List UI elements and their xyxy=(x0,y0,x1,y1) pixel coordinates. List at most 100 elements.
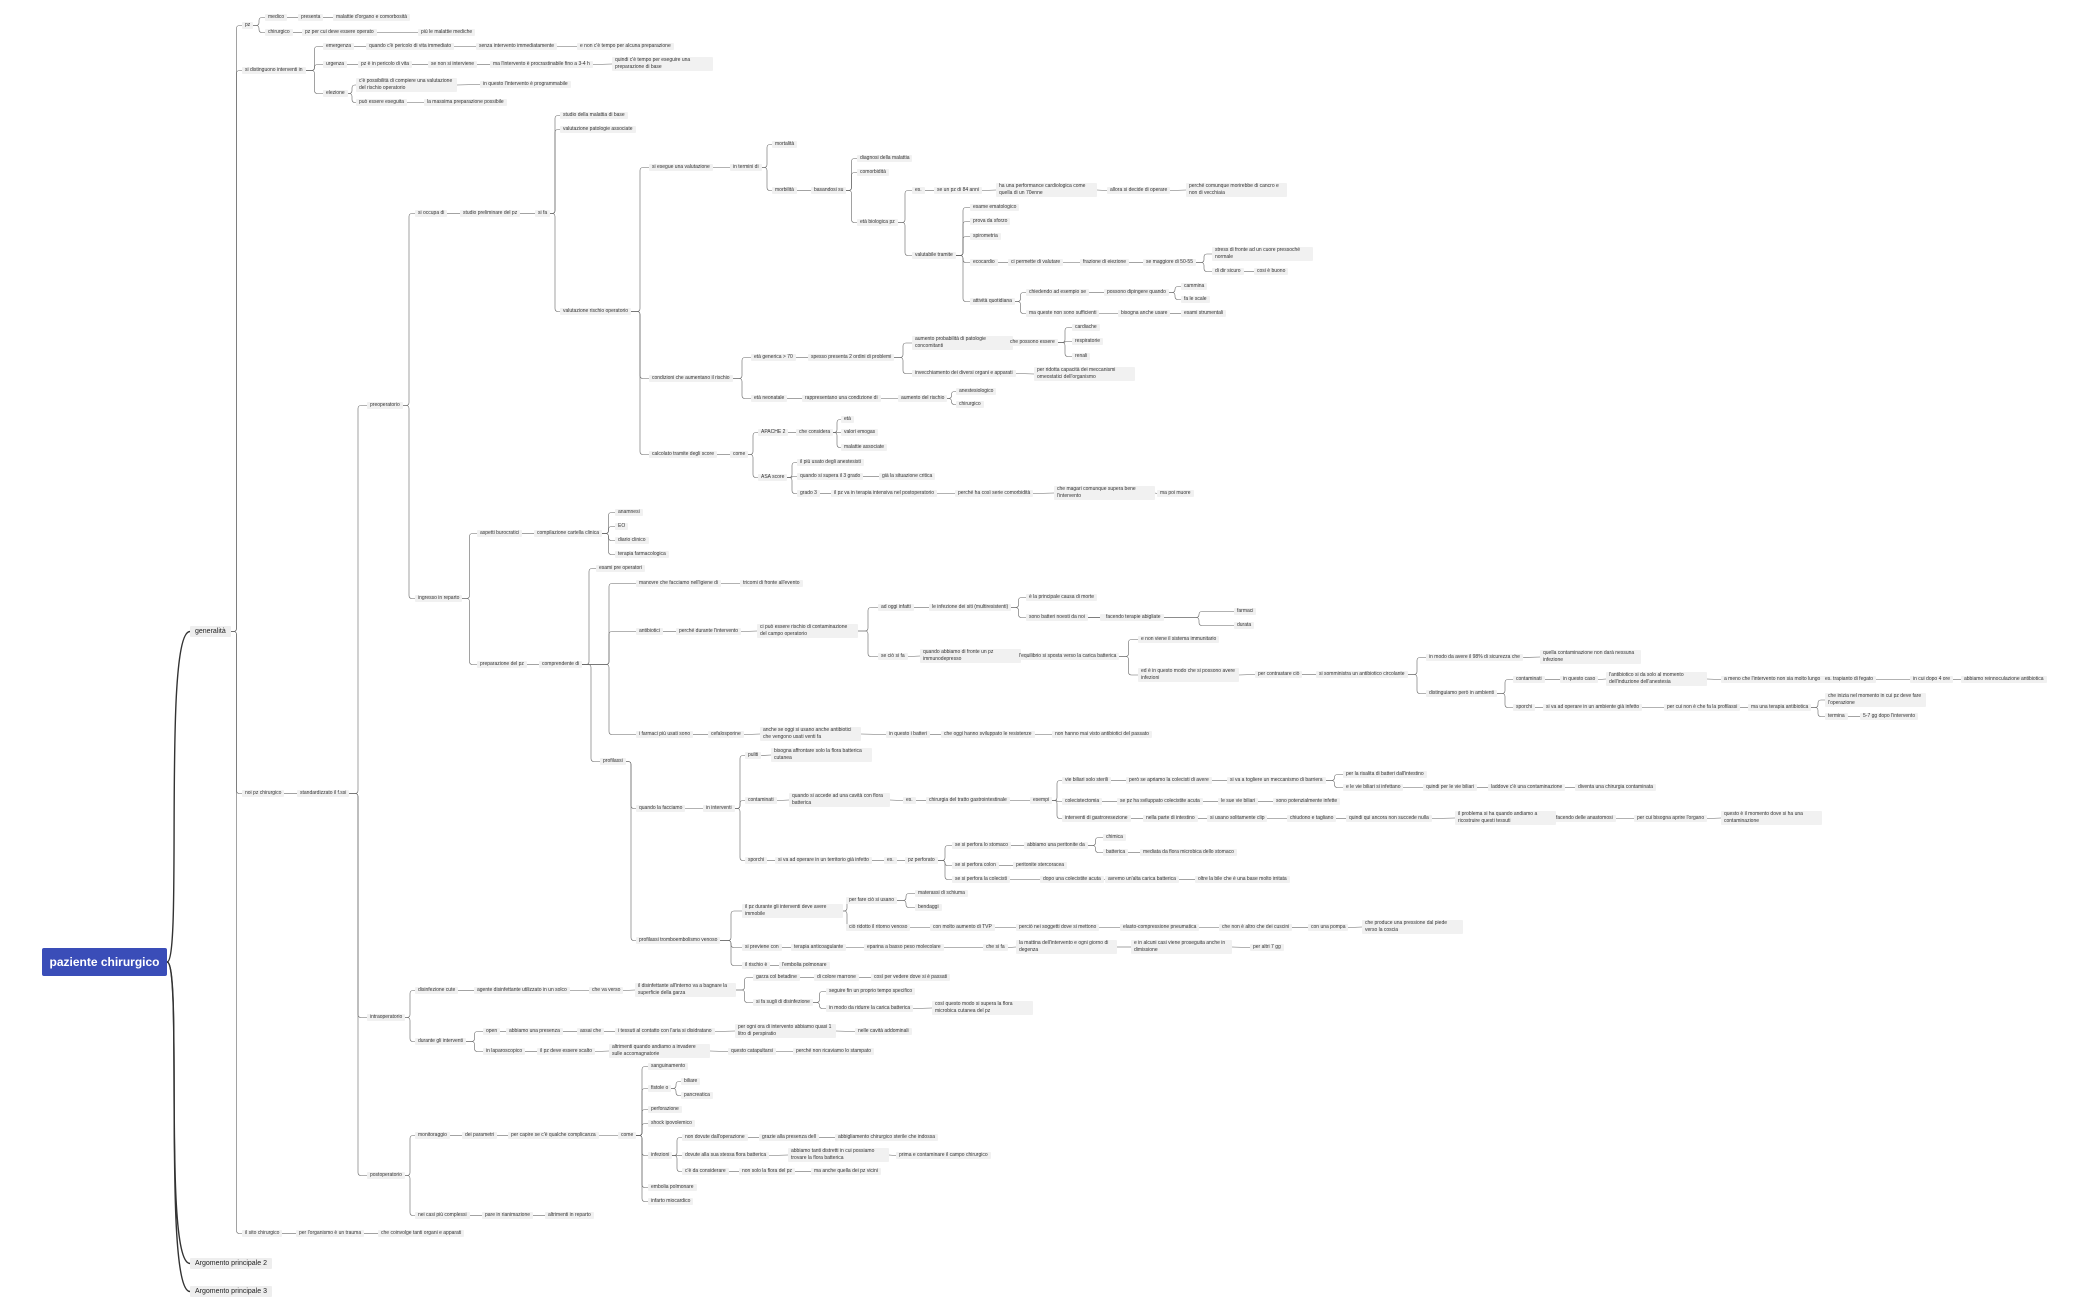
node-che-considera[interactable]: che considera xyxy=(796,429,834,436)
node-percio-soggetti[interactable]: perciò nei soggetti dove si mettono xyxy=(1016,924,1100,931)
node-sono-batteri[interactable]: sono batteri noesti da noi xyxy=(1026,614,1088,621)
node-contaminati[interactable]: contaminati xyxy=(1513,676,1545,683)
node-invecchiamento[interactable]: invecchiamento dei diversi organi e appa… xyxy=(912,370,1016,377)
node-colecistectomia[interactable]: colecistectomia xyxy=(1062,798,1103,805)
node-terapia-anticoag[interactable]: terapia anticoagulante xyxy=(791,944,847,951)
node-che-oggi-hanno[interactable]: che oggi hanno sviluppato le resistenze xyxy=(941,731,1035,738)
node-asa-score[interactable]: ASA score xyxy=(758,474,788,481)
node-con-molto-aumento[interactable]: con molto aumento di TVP xyxy=(930,924,995,931)
node-cosi-buono[interactable]: cosi è buono xyxy=(1254,268,1289,275)
node-si-va-ad-operare2[interactable]: si va ad operare in un territorio già in… xyxy=(775,857,872,864)
node-ma-queste[interactable]: ma queste non sono sufficienti xyxy=(1026,310,1100,317)
node-durante-interventi[interactable]: durante gli interventi xyxy=(415,1038,467,1045)
node-comorbidita[interactable]: comorbidità xyxy=(857,169,889,176)
node-che-magari[interactable]: che magari comunque supera bene l'interv… xyxy=(1054,486,1155,500)
node-ci-permette[interactable]: ci permette di valutare xyxy=(1008,259,1064,266)
node-ma-intervento[interactable]: ma l'intervento è procrastinabile fino a… xyxy=(490,61,593,68)
node-interventi-gastro[interactable]: interventi di gastroresezione xyxy=(1062,815,1131,822)
node-chirurgico[interactable]: chirurgico xyxy=(265,29,293,36)
node-pz[interactable]: pz xyxy=(242,22,254,29)
node-ingresso-reparto[interactable]: ingresso in reparto xyxy=(415,595,463,602)
node-non-hanno-piu[interactable]: non hanno mai visto antibiotici del pass… xyxy=(1052,731,1152,738)
node-urgenza[interactable]: urgenza xyxy=(323,61,348,68)
root-node[interactable]: paziente chirurgico xyxy=(42,948,167,976)
node-abbiamo-tanti[interactable]: abbiamo tanti distretti in cui possiamo … xyxy=(788,1148,889,1162)
node-che-inizia[interactable]: che inizia nel momento in cui pz deve fa… xyxy=(1825,693,1926,707)
node-se-non[interactable]: se non si interviene xyxy=(428,61,478,68)
node-dovute-flora[interactable]: dovute alla sua stessa flora batterica xyxy=(682,1152,770,1159)
node-abbiamo-peritonite[interactable]: abbiamo una peritonite da xyxy=(1024,842,1088,849)
node-postoperatorio[interactable]: postoperatorio xyxy=(367,1172,405,1179)
node-in-questo-caso2[interactable]: in questo caso xyxy=(1560,676,1599,683)
node-a-meno-che[interactable]: a meno che l'intervento non sia molto lu… xyxy=(1721,676,1824,683)
node-condizioni-aumentano[interactable]: condizioni che aumentano il rischio xyxy=(649,375,733,382)
node-quando-supera[interactable]: quando si supera il 3 grado xyxy=(797,473,864,480)
node-tricomi[interactable]: tricomi di fronte all'evento xyxy=(740,580,803,587)
node-bisogna-esami[interactable]: bisogna anche usare xyxy=(1118,310,1171,317)
node-ecocardio[interactable]: ecocardio xyxy=(970,259,998,266)
node-spirometria[interactable]: spirometria xyxy=(970,233,1001,240)
node-si-fa[interactable]: si fa xyxy=(535,210,551,217)
node-eta-generica[interactable]: età generica > 70 xyxy=(751,354,796,361)
node-abbiamo-reinoculo[interactable]: abbiamo reinnoculazione antibiotica xyxy=(1961,676,2047,683)
node-cio-ridotto[interactable]: ciò ridotto il ritorno venoso xyxy=(846,924,911,931)
node-quando-si-accede[interactable]: quando si accede ad una cavità con flora… xyxy=(789,793,890,807)
node-open[interactable]: open xyxy=(483,1028,501,1035)
node-esami-strumentali[interactable]: esami strumentali xyxy=(1181,310,1227,317)
node-peritonite-stercoracea[interactable]: peritonite stercoracea xyxy=(1013,862,1068,869)
node-piu-malattie[interactable]: più le malattie mediche xyxy=(418,29,476,36)
node-per-ridotta[interactable]: per ridotta capacità dei meccanismi omeo… xyxy=(1034,367,1135,381)
node-quindi-per-le-vie[interactable]: quindi per le vie biliari xyxy=(1423,784,1478,791)
node-con-pompa[interactable]: con una pompa xyxy=(1308,924,1349,931)
node-e-le-vie-biliari[interactable]: e le vie biliari si infettano xyxy=(1343,784,1404,791)
node-biliare[interactable]: biliare xyxy=(681,1078,701,1085)
node-puliti[interactable]: puliti xyxy=(745,752,762,759)
node-le-sue-vie[interactable]: le sue vie biliari xyxy=(1218,798,1259,805)
node-dei-parametri[interactable]: dei parametri xyxy=(462,1132,498,1139)
node-che-si-fa[interactable]: che si fa xyxy=(983,944,1008,951)
node-si-occupa-di[interactable]: si occupa di xyxy=(415,210,448,217)
node-puo-essere[interactable]: può essere eseguita xyxy=(356,99,408,106)
node-eparina-basso[interactable]: eparina a basso peso molecolare xyxy=(864,944,944,951)
node-nella-parte[interactable]: nella parte di intestino xyxy=(1143,815,1198,822)
node-renali[interactable]: renali xyxy=(1072,353,1091,360)
node-manovre[interactable]: manovre che facciamo nell'igiene di xyxy=(636,580,722,587)
node-si-somministra[interactable]: si somministra un antibiotico circolante xyxy=(1316,671,1408,678)
node-quando-abbiamo[interactable]: quando abbiamo di fronte un pz immunodep… xyxy=(920,649,1021,663)
node-esempi[interactable]: esempi xyxy=(1030,797,1053,804)
node-pz-pericolo-vita[interactable]: pz è in pericolo di vita xyxy=(358,61,413,68)
node-presenta[interactable]: presenta xyxy=(298,14,324,21)
node-antibiotici[interactable]: antibiotici xyxy=(636,628,663,635)
node-diario[interactable]: diario clinico xyxy=(615,537,649,544)
node-in-modo-evitare[interactable]: in modo da avere il 98% di sicurezza che xyxy=(1426,654,1523,661)
node-valutazione-rischio[interactable]: valutazione rischio operatorio xyxy=(560,308,632,315)
node-come2[interactable]: come xyxy=(618,1132,637,1139)
node-perche-durante[interactable]: perché durante l'intervento xyxy=(676,628,742,635)
node-spesso-presenta[interactable]: spesso presenta 2 ordini di problemi xyxy=(808,354,895,361)
node-se-si-perfora-colecisti[interactable]: se si perfora la colecisti xyxy=(952,876,1010,883)
node-vie-biliari[interactable]: vie biliari solo sterili xyxy=(1062,777,1112,784)
node-emergenza[interactable]: emergenza xyxy=(323,43,355,50)
node-che-possono[interactable]: che possono essere xyxy=(1007,339,1058,346)
node-materassi[interactable]: materassi di schiuma xyxy=(915,890,968,897)
node-abbigliamento[interactable]: abbigliamento chirurgico sterile che ind… xyxy=(835,1134,938,1141)
node-quindi-qui[interactable]: quindi qui ancora non succede nulla xyxy=(1346,815,1432,822)
node-il-pz-va[interactable]: il pz va in terapia intensiva nel postop… xyxy=(831,490,938,497)
node-si-distinguono[interactable]: si distinguono interventi in xyxy=(242,67,306,74)
node-il-rischio[interactable]: il rischio è xyxy=(742,962,771,969)
node-il-problema[interactable]: il problema si ha quando andiamo a ricos… xyxy=(1455,811,1556,825)
node-diagnosi-mal[interactable]: diagnosi della malattia xyxy=(857,155,913,162)
node-grazie-presenza[interactable]: grazie alla presenza dell xyxy=(759,1134,819,1141)
node-agente-disinfettante[interactable]: agente disinfettante utilizzato in un so… xyxy=(474,987,570,994)
node-aspetti-burocratici[interactable]: aspetti burocratici xyxy=(477,530,523,537)
node-questo-momento[interactable]: questo è il momento dove si ha una conta… xyxy=(1721,811,1822,825)
node-abbiamo-presenza[interactable]: abbiamo una presenza xyxy=(506,1028,563,1035)
node-profilassi-trombo[interactable]: profilassi tromboembolismo venoso xyxy=(636,937,721,944)
node-non-dovute[interactable]: non dovute dall'operazione xyxy=(682,1134,748,1141)
node-nei-casi-complessi[interactable]: nei casi più complessi xyxy=(415,1212,470,1219)
node-quando-pericolo[interactable]: quando c'è pericolo di vita immediato xyxy=(366,43,455,50)
node-perche-non-troviamo[interactable]: perché non ricaviamo lo stampato xyxy=(793,1048,875,1055)
node-valutabile-tramite[interactable]: valutabile tramite xyxy=(912,252,956,259)
node-in-laparoscopico[interactable]: in laparoscopico xyxy=(483,1048,526,1055)
node-profilassi[interactable]: profilassi xyxy=(600,758,626,765)
